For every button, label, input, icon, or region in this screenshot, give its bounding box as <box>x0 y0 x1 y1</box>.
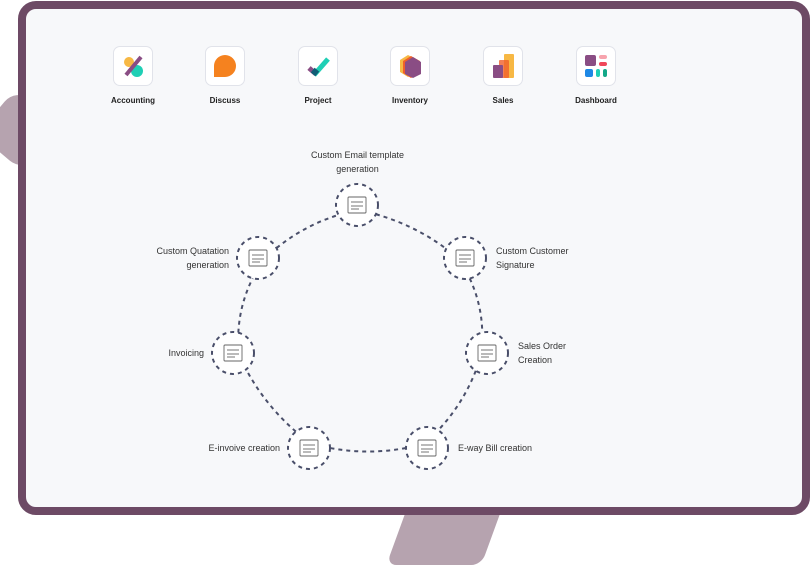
flow-connector <box>275 213 339 249</box>
app-inventory[interactable]: Inventory <box>370 46 450 105</box>
app-bar: Accounting Discuss Project Inventory Sal… <box>0 46 811 116</box>
flow-step-node <box>211 331 255 375</box>
sales-order-icon <box>477 344 497 362</box>
flow-connector <box>237 277 254 333</box>
quotation-icon <box>248 249 268 267</box>
email-template-icon <box>347 196 367 214</box>
flow-step-node <box>465 331 509 375</box>
flow-step-node <box>443 236 487 280</box>
dashboard-icon <box>576 46 616 86</box>
app-sales[interactable]: Sales <box>463 46 543 105</box>
step-label-einvoice: E-invoive creation <box>208 443 280 453</box>
app-accounting[interactable]: Accounting <box>93 46 173 105</box>
step-label-eway-bill: E-way Bill creation <box>458 443 533 453</box>
step-label-invoicing: Invoicing <box>168 348 204 358</box>
accounting-icon <box>113 46 153 86</box>
discuss-icon <box>205 46 245 86</box>
einvoice-icon <box>299 439 319 457</box>
flow-connector <box>329 447 407 453</box>
flow-connector <box>245 368 297 433</box>
app-project[interactable]: Project <box>278 46 358 105</box>
flow-connector <box>468 278 484 333</box>
inventory-icon <box>390 46 430 86</box>
flow-connector <box>437 370 477 431</box>
signature-icon <box>455 249 475 267</box>
flow-step-node <box>405 426 449 470</box>
eway-bill-icon <box>417 439 437 457</box>
screen-frame <box>18 1 810 515</box>
flow-step-node <box>236 236 280 280</box>
invoice-icon <box>223 344 243 362</box>
app-discuss[interactable]: Discuss <box>185 46 265 105</box>
flow-step-node <box>287 426 331 470</box>
flow-connector <box>375 213 447 250</box>
sales-icon <box>483 46 523 86</box>
app-dashboard[interactable]: Dashboard <box>556 46 636 105</box>
project-icon <box>298 46 338 86</box>
flow-step-node <box>335 183 379 227</box>
